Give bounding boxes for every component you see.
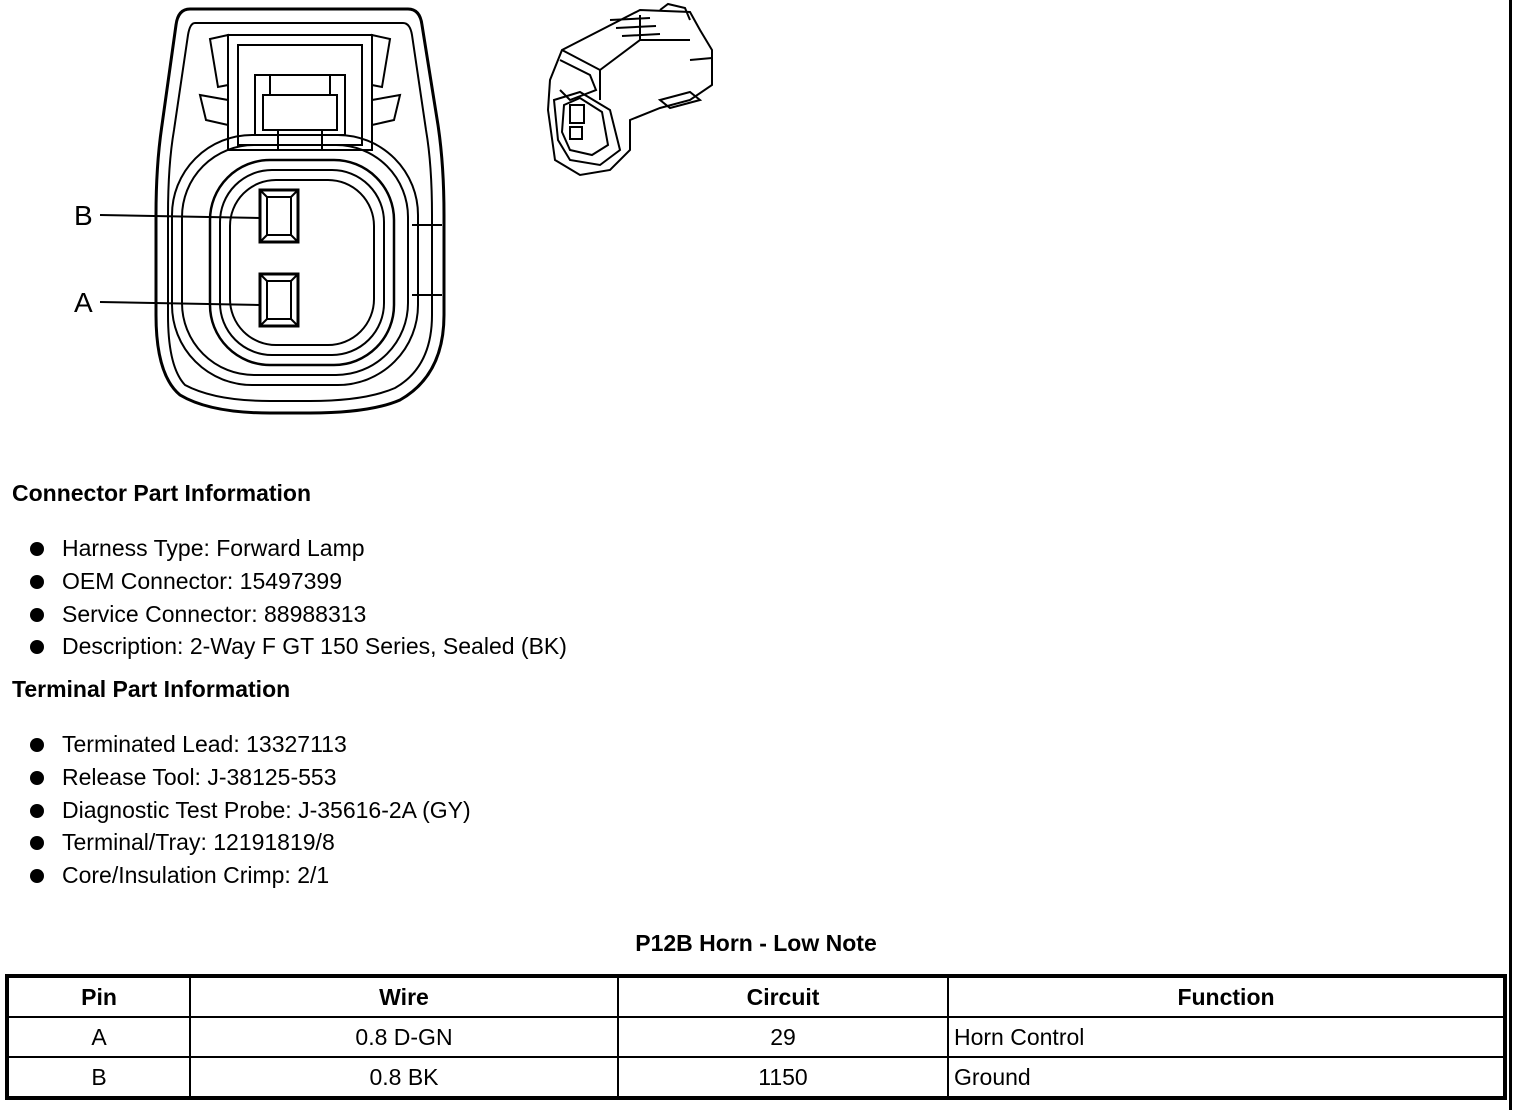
bullet-icon: [30, 869, 44, 884]
pin-label-a: A: [74, 287, 93, 318]
list-item: Release Tool: J-38125-553: [30, 761, 471, 794]
list-item: OEM Connector: 15497399: [30, 565, 567, 598]
bullet-icon: [30, 542, 44, 556]
connector-isometric-diagram: [546, 2, 713, 177]
bullet-icon: [30, 574, 44, 589]
cell-function: Horn Control: [947, 1016, 1506, 1058]
list-item: Terminal/Tray: 12191819/8: [30, 826, 471, 859]
pin-table-title: P12B Horn - Low Note: [635, 930, 877, 956]
cell-circuit: 1150: [617, 1056, 949, 1099]
bullet-icon: [30, 803, 44, 818]
pin-table: Pin Wire Circuit Function A 0.8 D-GN 29 …: [5, 974, 1507, 1100]
cell-pin: B: [6, 1056, 191, 1099]
cell-wire: 0.8 D-GN: [189, 1016, 619, 1058]
pin-label-b: B: [74, 200, 93, 231]
bullet-icon: [30, 640, 44, 655]
column-header-circuit: Circuit: [617, 975, 949, 1018]
page-right-border: [1509, 0, 1512, 1110]
connector-info-list: Harness Type: Forward Lamp OEM Connector…: [30, 532, 567, 663]
bullet-icon: [30, 738, 44, 752]
terminal-info-list: Terminated Lead: 13327113 Release Tool: …: [30, 728, 471, 892]
cell-circuit: 29: [617, 1016, 949, 1058]
column-header-function: Function: [947, 975, 1506, 1018]
bullet-icon: [30, 607, 44, 622]
table-row: A 0.8 D-GN 29 Horn Control: [6, 1016, 1506, 1058]
bullet-icon: [30, 836, 44, 851]
cell-wire: 0.8 BK: [189, 1056, 619, 1099]
cell-function: Ground: [947, 1056, 1506, 1099]
list-item: Service Connector: 88988313: [30, 598, 567, 631]
bullet-icon: [30, 770, 44, 785]
column-header-pin: Pin: [6, 975, 191, 1018]
connector-face-diagram: B A: [74, 7, 446, 415]
list-item: Core/Insulation Crimp: 2/1: [30, 859, 471, 892]
column-header-wire: Wire: [189, 975, 619, 1018]
list-item: Diagnostic Test Probe: J-35616-2A (GY): [30, 794, 471, 827]
connector-info-heading: Connector Part Information: [12, 480, 312, 506]
table-header-row: Pin Wire Circuit Function: [6, 975, 1506, 1018]
terminal-info-heading: Terminal Part Information: [12, 676, 291, 702]
table-row: B 0.8 BK 1150 Ground: [6, 1056, 1506, 1099]
cell-pin: A: [6, 1016, 191, 1058]
list-item: Terminated Lead: 13327113: [30, 728, 471, 761]
list-item: Harness Type: Forward Lamp: [30, 532, 567, 565]
list-item: Description: 2-Way F GT 150 Series, Seal…: [30, 630, 567, 663]
